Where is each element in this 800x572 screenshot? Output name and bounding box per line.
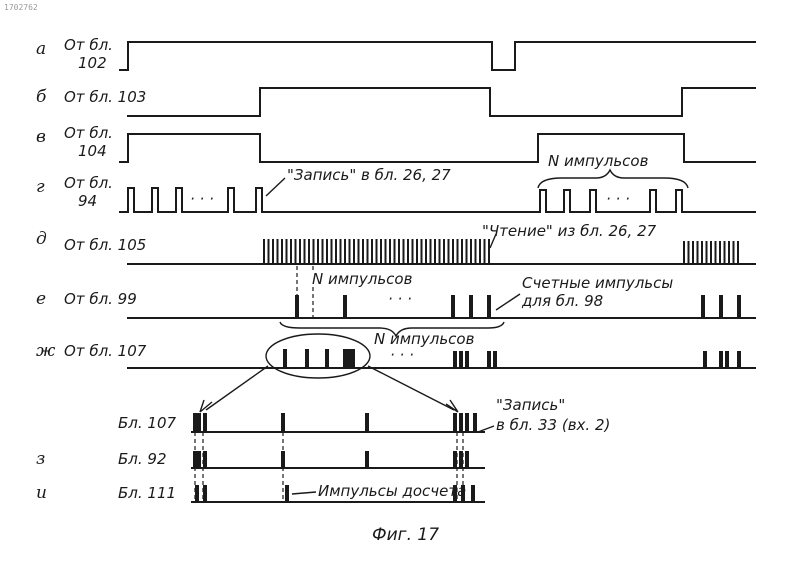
arrow-extra [292, 492, 316, 494]
row-e-source: От бл. 99 [64, 290, 137, 308]
waveform-e [128, 296, 755, 318]
row-i-source: Бл. 111 [118, 484, 176, 502]
waveform-zoom-107 [192, 414, 484, 432]
note-n-pulses-e: N импульсов [312, 270, 413, 288]
row-b-source: От бл. 103 [64, 88, 146, 106]
note-count-1: Счетные импульсы [522, 274, 673, 292]
pulse-burst-d-1 [264, 240, 489, 264]
zoom-arrow-right [368, 366, 454, 410]
row-zh-letter: ж [36, 341, 56, 361]
row-b-letter: б [36, 87, 47, 107]
zoom-arrowhead-right [446, 400, 458, 412]
note-n-pulses-g: N импульсов [548, 152, 649, 170]
row-e-letter: е [36, 289, 46, 309]
pulse-burst-d-2 [684, 242, 738, 264]
arrow-write-g [266, 178, 285, 196]
dots-g-right: · · · [606, 190, 630, 208]
note-read-d: "Чтение" из бл. 26, 27 [482, 222, 657, 240]
note-write-z-1: "Запись" [496, 396, 565, 414]
dots-zh: · · · [390, 346, 414, 364]
row-g-source-1: От бл. [64, 174, 113, 192]
arrow-count [496, 294, 520, 310]
row-v-letter: в [36, 127, 46, 147]
dash-markers-e [297, 266, 313, 318]
row-a-letter: а [36, 39, 46, 59]
row-d-letter: д [36, 229, 47, 249]
row-g-source-2: 94 [78, 192, 97, 210]
row-a-source-1: От бл. [64, 36, 113, 54]
waveform-b [128, 88, 755, 116]
row-i-letter: и [36, 483, 47, 503]
row-z-letter: з [36, 449, 45, 469]
note-write-g: "Запись" в бл. 26, 27 [287, 166, 451, 184]
waveform-v [120, 134, 755, 162]
row-z-source: Бл. 92 [118, 450, 167, 468]
brace-g [538, 170, 688, 188]
row-v-source-1: От бл. [64, 124, 113, 142]
note-write-z-2: в бл. 33 (вх. 2) [496, 416, 610, 434]
dots-g: · · · [190, 190, 214, 208]
waveform-a [120, 42, 755, 70]
note-extra-pulses: Импульсы досчета [318, 482, 466, 500]
note-count-2: для бл. 98 [521, 292, 603, 310]
zoom-arrowhead-left [200, 400, 212, 412]
zoom-row-label: Бл. 107 [118, 414, 177, 432]
waveform-g [120, 188, 755, 212]
row-d-source: От бл. 105 [64, 236, 146, 254]
zoom-arrow-left [206, 366, 268, 410]
row-zh-source: От бл. 107 [64, 342, 147, 360]
waveform-z [192, 452, 484, 468]
waveform-zh [128, 350, 755, 368]
row-g-letter: г [36, 177, 45, 197]
arrow-write-z [478, 426, 494, 432]
archive-stamp: 1702762 [4, 3, 38, 12]
dots-e: · · · [388, 290, 412, 308]
figure-caption: Фиг. 17 [372, 525, 439, 545]
row-a-source-2: 102 [78, 54, 107, 72]
row-v-source-2: 104 [78, 142, 107, 160]
